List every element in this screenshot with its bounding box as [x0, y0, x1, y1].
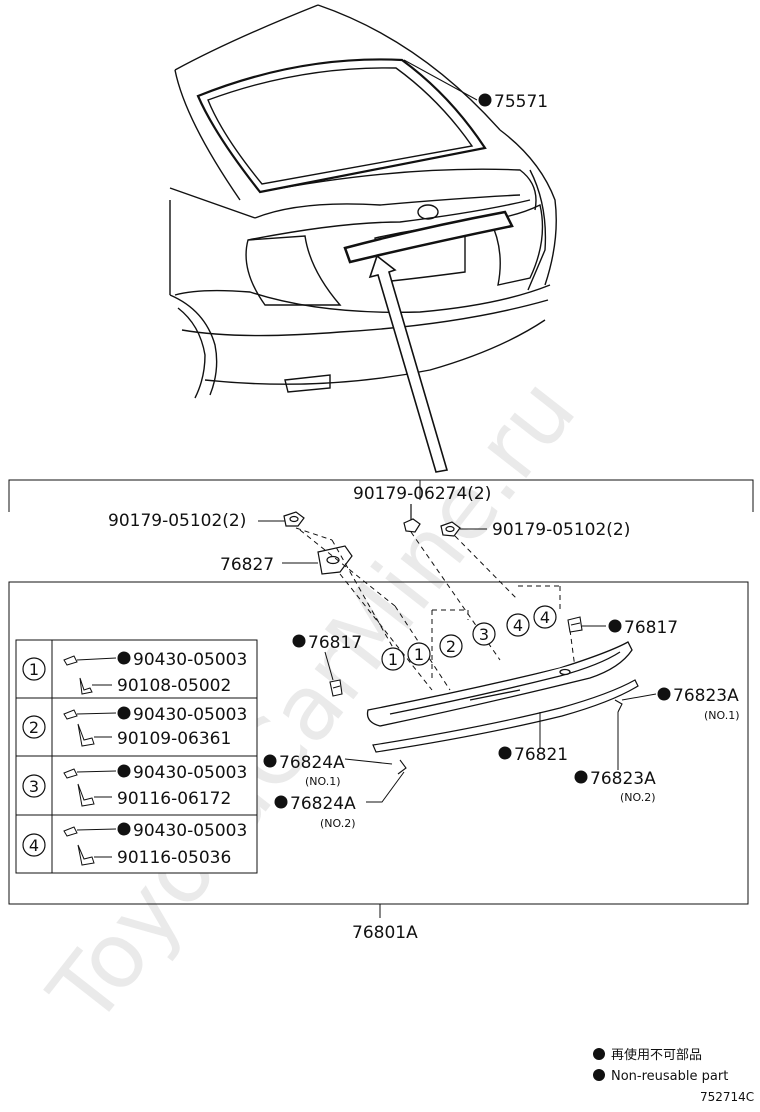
fastener-code-bottom: 90108-05002 — [117, 676, 231, 696]
legend-dot — [593, 1069, 605, 1081]
legend: 再使用不可部品 Non-reusable part — [593, 1047, 728, 1084]
part-76824A-no1-sub: (NO.1) — [305, 775, 341, 788]
part-76817-right: 76817 — [624, 618, 678, 638]
non-reusable-dot-76823A-no1 — [657, 687, 671, 701]
clip-76823A-no1 — [614, 699, 623, 713]
part-76817-left: 76817 — [308, 633, 362, 653]
table-row: 3 90430-05003 90116-06172 — [22, 763, 247, 809]
part-76823A-no2-sub: (NO.2) — [620, 791, 656, 804]
garnish-strip — [372, 679, 639, 753]
callout-number: 3 — [479, 625, 489, 644]
fastener-code-top: 90430-05003 — [133, 821, 247, 841]
clip-76824A — [397, 759, 407, 775]
non-reusable-dot-75571 — [478, 93, 492, 107]
callout-circles: 1 1 2 3 4 4 — [381, 605, 557, 671]
nut-left — [283, 511, 305, 527]
nut-right — [440, 521, 461, 537]
non-reusable-dot-76824A-no2 — [274, 795, 288, 809]
assembly-bracket — [8, 479, 754, 512]
legend-japanese: 再使用不可部品 — [611, 1047, 702, 1063]
garnish-76821 — [366, 641, 633, 727]
part-76824A-no1: 76824A — [279, 753, 345, 773]
callout-number: 4 — [513, 616, 523, 635]
non-reusable-dot-76821 — [498, 746, 512, 760]
part-90179-05102-right: 90179-05102(2) — [492, 520, 630, 540]
part-76821: 76821 — [514, 745, 568, 765]
car-illustration — [169, 4, 557, 399]
table-row: 4 90430-05003 90116-05036 — [22, 821, 247, 868]
table-row: 1 90430-05003 90108-05002 — [22, 650, 247, 696]
part-76824A-no2: 76824A — [290, 794, 356, 814]
callout-number: 1 — [388, 650, 398, 669]
part-90179-06274: 90179-06274(2) — [353, 484, 491, 504]
part-76827: 76827 — [220, 555, 274, 575]
non-reusable-dot — [117, 706, 131, 720]
fastener-code-bottom: 90109-06361 — [117, 729, 231, 749]
non-reusable-dot-76824A-no1 — [263, 754, 277, 768]
callout-circle — [472, 622, 496, 646]
fastener-code-top: 90430-05003 — [133, 650, 247, 670]
non-reusable-dot-76817-left — [292, 634, 306, 648]
callout-circle — [381, 647, 405, 671]
part-75571: 75571 — [494, 92, 548, 112]
non-reusable-dot-76817-right — [608, 619, 622, 633]
fastener-code-top: 90430-05003 — [133, 705, 247, 725]
non-reusable-dot — [117, 764, 131, 778]
non-reusable-dot — [117, 822, 131, 836]
fastener-code-bottom: 90116-05036 — [117, 848, 231, 868]
clip-76817-right — [567, 616, 583, 633]
clip-76817-left — [329, 679, 343, 697]
nut-center — [403, 504, 421, 533]
part-76823A-no1: 76823A — [673, 686, 739, 706]
callout-circle — [407, 642, 431, 666]
fastener-code-bottom: 90116-06172 — [117, 789, 231, 809]
bracket-76827 — [317, 545, 353, 575]
table-row: 2 90430-05003 90109-06361 — [22, 705, 247, 749]
callout-circle — [533, 605, 557, 629]
legend-dot — [593, 1048, 605, 1060]
row-index: 1 — [29, 660, 39, 679]
callout-circle — [506, 613, 530, 637]
callout-number: 1 — [414, 645, 424, 664]
row-index: 2 — [29, 718, 39, 737]
row-index: 4 — [29, 836, 39, 855]
part-76801A: 76801A — [352, 923, 418, 943]
figure-code: 752714C — [700, 1090, 754, 1104]
callout-number: 2 — [446, 637, 456, 656]
non-reusable-dot-76823A-no2 — [574, 770, 588, 784]
non-reusable-dot — [117, 651, 131, 665]
fastener-table: 1 90430-05003 90108-05002 2 90430-05003 … — [15, 639, 258, 874]
assembly-frame — [8, 581, 749, 905]
fastener-code-top: 90430-05003 — [133, 763, 247, 783]
part-76824A-no2-sub: (NO.2) — [320, 817, 356, 830]
part-90179-05102-left: 90179-05102(2) — [108, 511, 246, 531]
part-76823A-no1-sub: (NO.1) — [704, 709, 740, 722]
callout-circle — [439, 634, 463, 658]
row-index: 3 — [29, 777, 39, 796]
part-76823A-no2: 76823A — [590, 769, 656, 789]
assembly-arrow — [368, 254, 449, 473]
callout-number: 4 — [540, 608, 550, 627]
legend-english: Non-reusable part — [611, 1069, 728, 1084]
